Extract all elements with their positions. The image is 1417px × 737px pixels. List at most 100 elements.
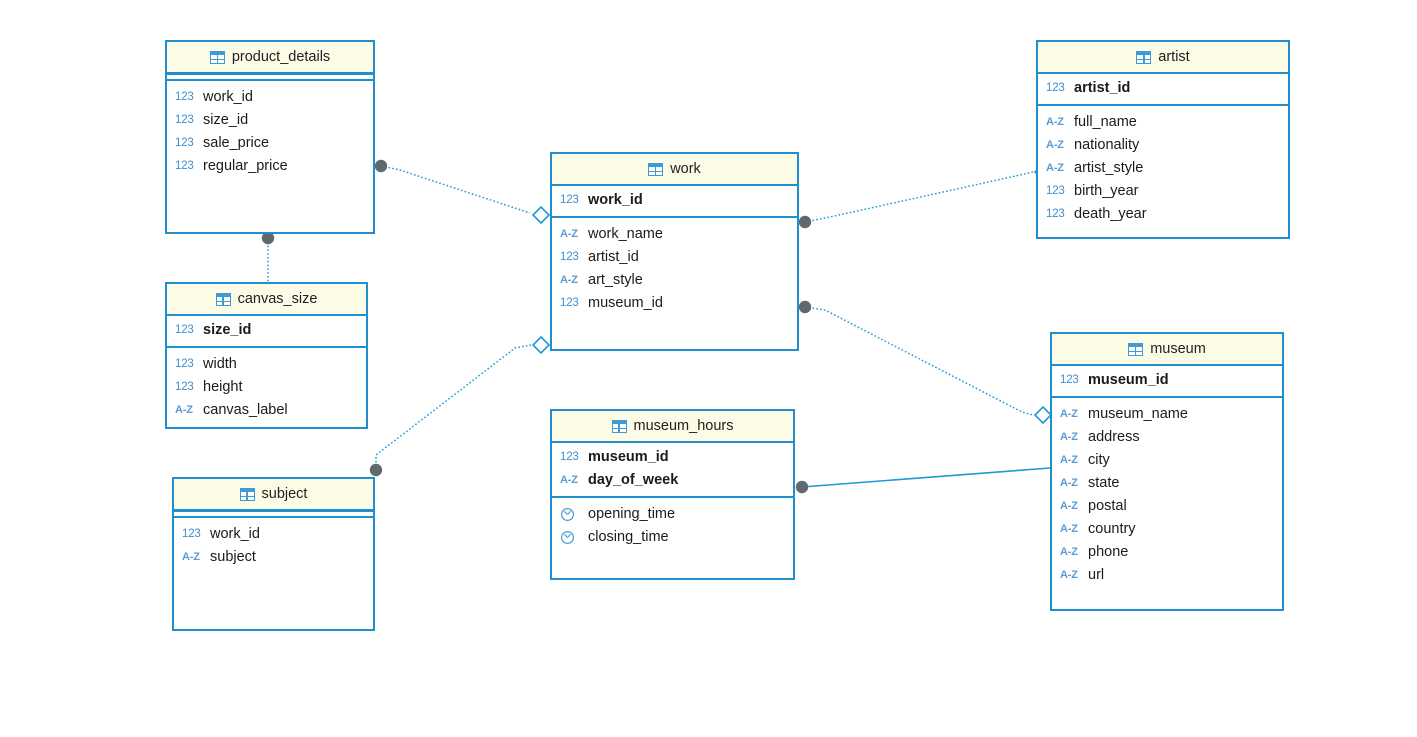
many-endpoint-dot — [374, 159, 388, 173]
field-name: museum_id — [588, 295, 663, 311]
table-icon — [1128, 342, 1144, 356]
entity-header[interactable]: museum_hours — [552, 411, 793, 443]
relationship-line — [804, 306, 1034, 416]
text-type-icon: A‑Z — [1060, 454, 1078, 466]
relationship-line — [801, 467, 1051, 488]
number-type-icon: 123 — [1046, 208, 1065, 220]
field-name: sale_price — [203, 135, 270, 151]
entity-header[interactable]: museum — [1052, 334, 1282, 366]
relationship-subject-work[interactable] — [369, 335, 551, 477]
entity-title: museum — [1150, 341, 1206, 357]
entity-title: canvas_size — [237, 291, 318, 307]
entity-title: artist — [1158, 49, 1190, 65]
field-row[interactable]: closing_time — [552, 526, 793, 549]
field-name: opening_time — [588, 506, 676, 522]
entity-header[interactable]: subject — [174, 479, 373, 511]
field-name: artist_id — [588, 249, 639, 265]
time-type-icon — [560, 530, 581, 546]
field-name: url — [1088, 567, 1105, 583]
entity-header[interactable]: product_details — [167, 42, 373, 74]
entity-title: work — [670, 161, 701, 177]
field-name: museum_id — [1088, 372, 1169, 388]
relationship-product_details-work[interactable] — [374, 159, 551, 225]
field-row[interactable]: 123 sale_price — [167, 132, 373, 155]
field-row[interactable]: opening_time — [552, 503, 793, 526]
relationship-museum_hours-museum[interactable] — [795, 467, 1051, 494]
many-endpoint-dot — [798, 300, 812, 314]
field-name: subject — [210, 549, 256, 565]
field-name: address — [1088, 429, 1140, 445]
field-row[interactable]: 123 work_id — [167, 86, 373, 109]
field-row[interactable]: A‑Z subject — [174, 546, 373, 569]
field-name: phone — [1088, 544, 1129, 560]
field-name: regular_price — [203, 158, 288, 174]
many-endpoint-dot — [798, 215, 812, 229]
entity-header[interactable]: work — [552, 154, 797, 186]
number-type-icon: 123 — [1046, 185, 1065, 197]
field-name: work_id — [203, 89, 253, 105]
entity-header[interactable]: artist — [1038, 42, 1288, 74]
text-type-icon: A‑Z — [1046, 139, 1064, 151]
field-row[interactable]: A‑Z nationality — [1038, 134, 1288, 157]
number-type-icon: 123 — [175, 137, 194, 149]
relationship-work-museum[interactable] — [798, 300, 1053, 425]
field-name: work_id — [588, 192, 643, 208]
field-name: nationality — [1074, 137, 1140, 153]
text-type-icon: A‑Z — [182, 551, 200, 563]
text-type-icon: A‑Z — [1046, 162, 1064, 174]
relationship-product_details-canvas_size[interactable] — [261, 231, 275, 282]
relationship-work-artist[interactable] — [798, 162, 1053, 229]
field-name: state — [1088, 475, 1120, 491]
entity-header[interactable]: canvas_size — [167, 284, 366, 316]
text-type-icon: A‑Z — [1046, 116, 1064, 128]
field-name: artist_id — [1074, 80, 1131, 96]
primary-key-section-empty — [174, 511, 373, 518]
field-name: work_name — [588, 226, 663, 242]
field-row[interactable]: 123 death_year — [1038, 203, 1288, 226]
number-type-icon: 123 — [175, 91, 194, 103]
number-type-icon: 123 — [175, 324, 194, 336]
many-endpoint-dot — [369, 463, 383, 477]
field-name: death_year — [1074, 206, 1147, 222]
field-name: postal — [1088, 498, 1127, 514]
